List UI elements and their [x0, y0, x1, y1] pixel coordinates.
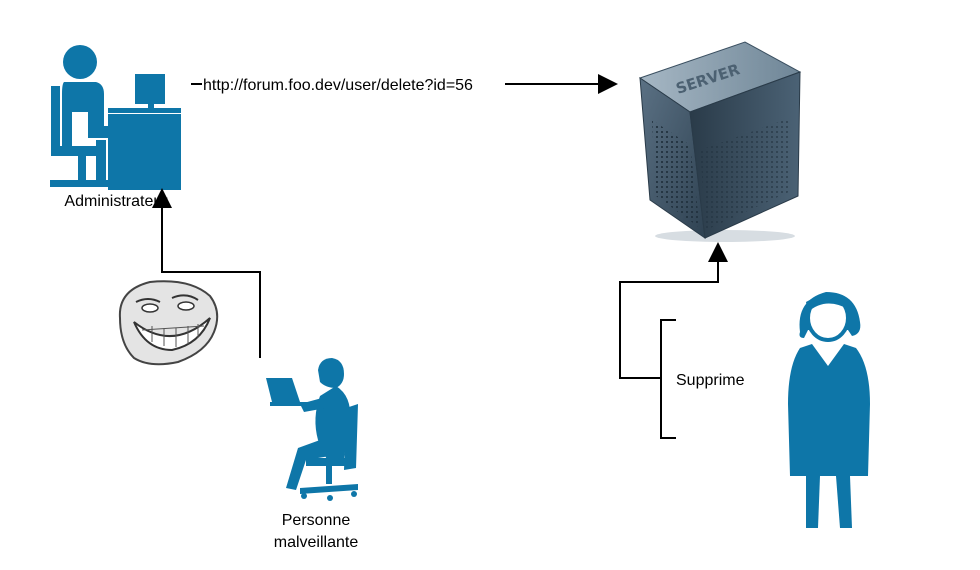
request-url-label: http://forum.foo.dev/user/delete?id=56 — [203, 77, 473, 94]
delete-arrow — [619, 242, 728, 379]
annotation-bracket — [660, 319, 676, 439]
admin-label: Administrateur — [64, 193, 168, 210]
attacker-icon — [266, 358, 358, 501]
attacker-label-line1: Personne — [282, 512, 351, 529]
annotation-label: Supprime — [676, 372, 745, 389]
administrator-icon — [50, 45, 181, 190]
server-icon: SERVER — [638, 41, 802, 242]
victim-icon — [788, 292, 870, 528]
attacker-label-line2: malveillante — [274, 534, 359, 551]
troll-face-icon — [118, 280, 219, 366]
attack-arrow — [152, 188, 261, 358]
